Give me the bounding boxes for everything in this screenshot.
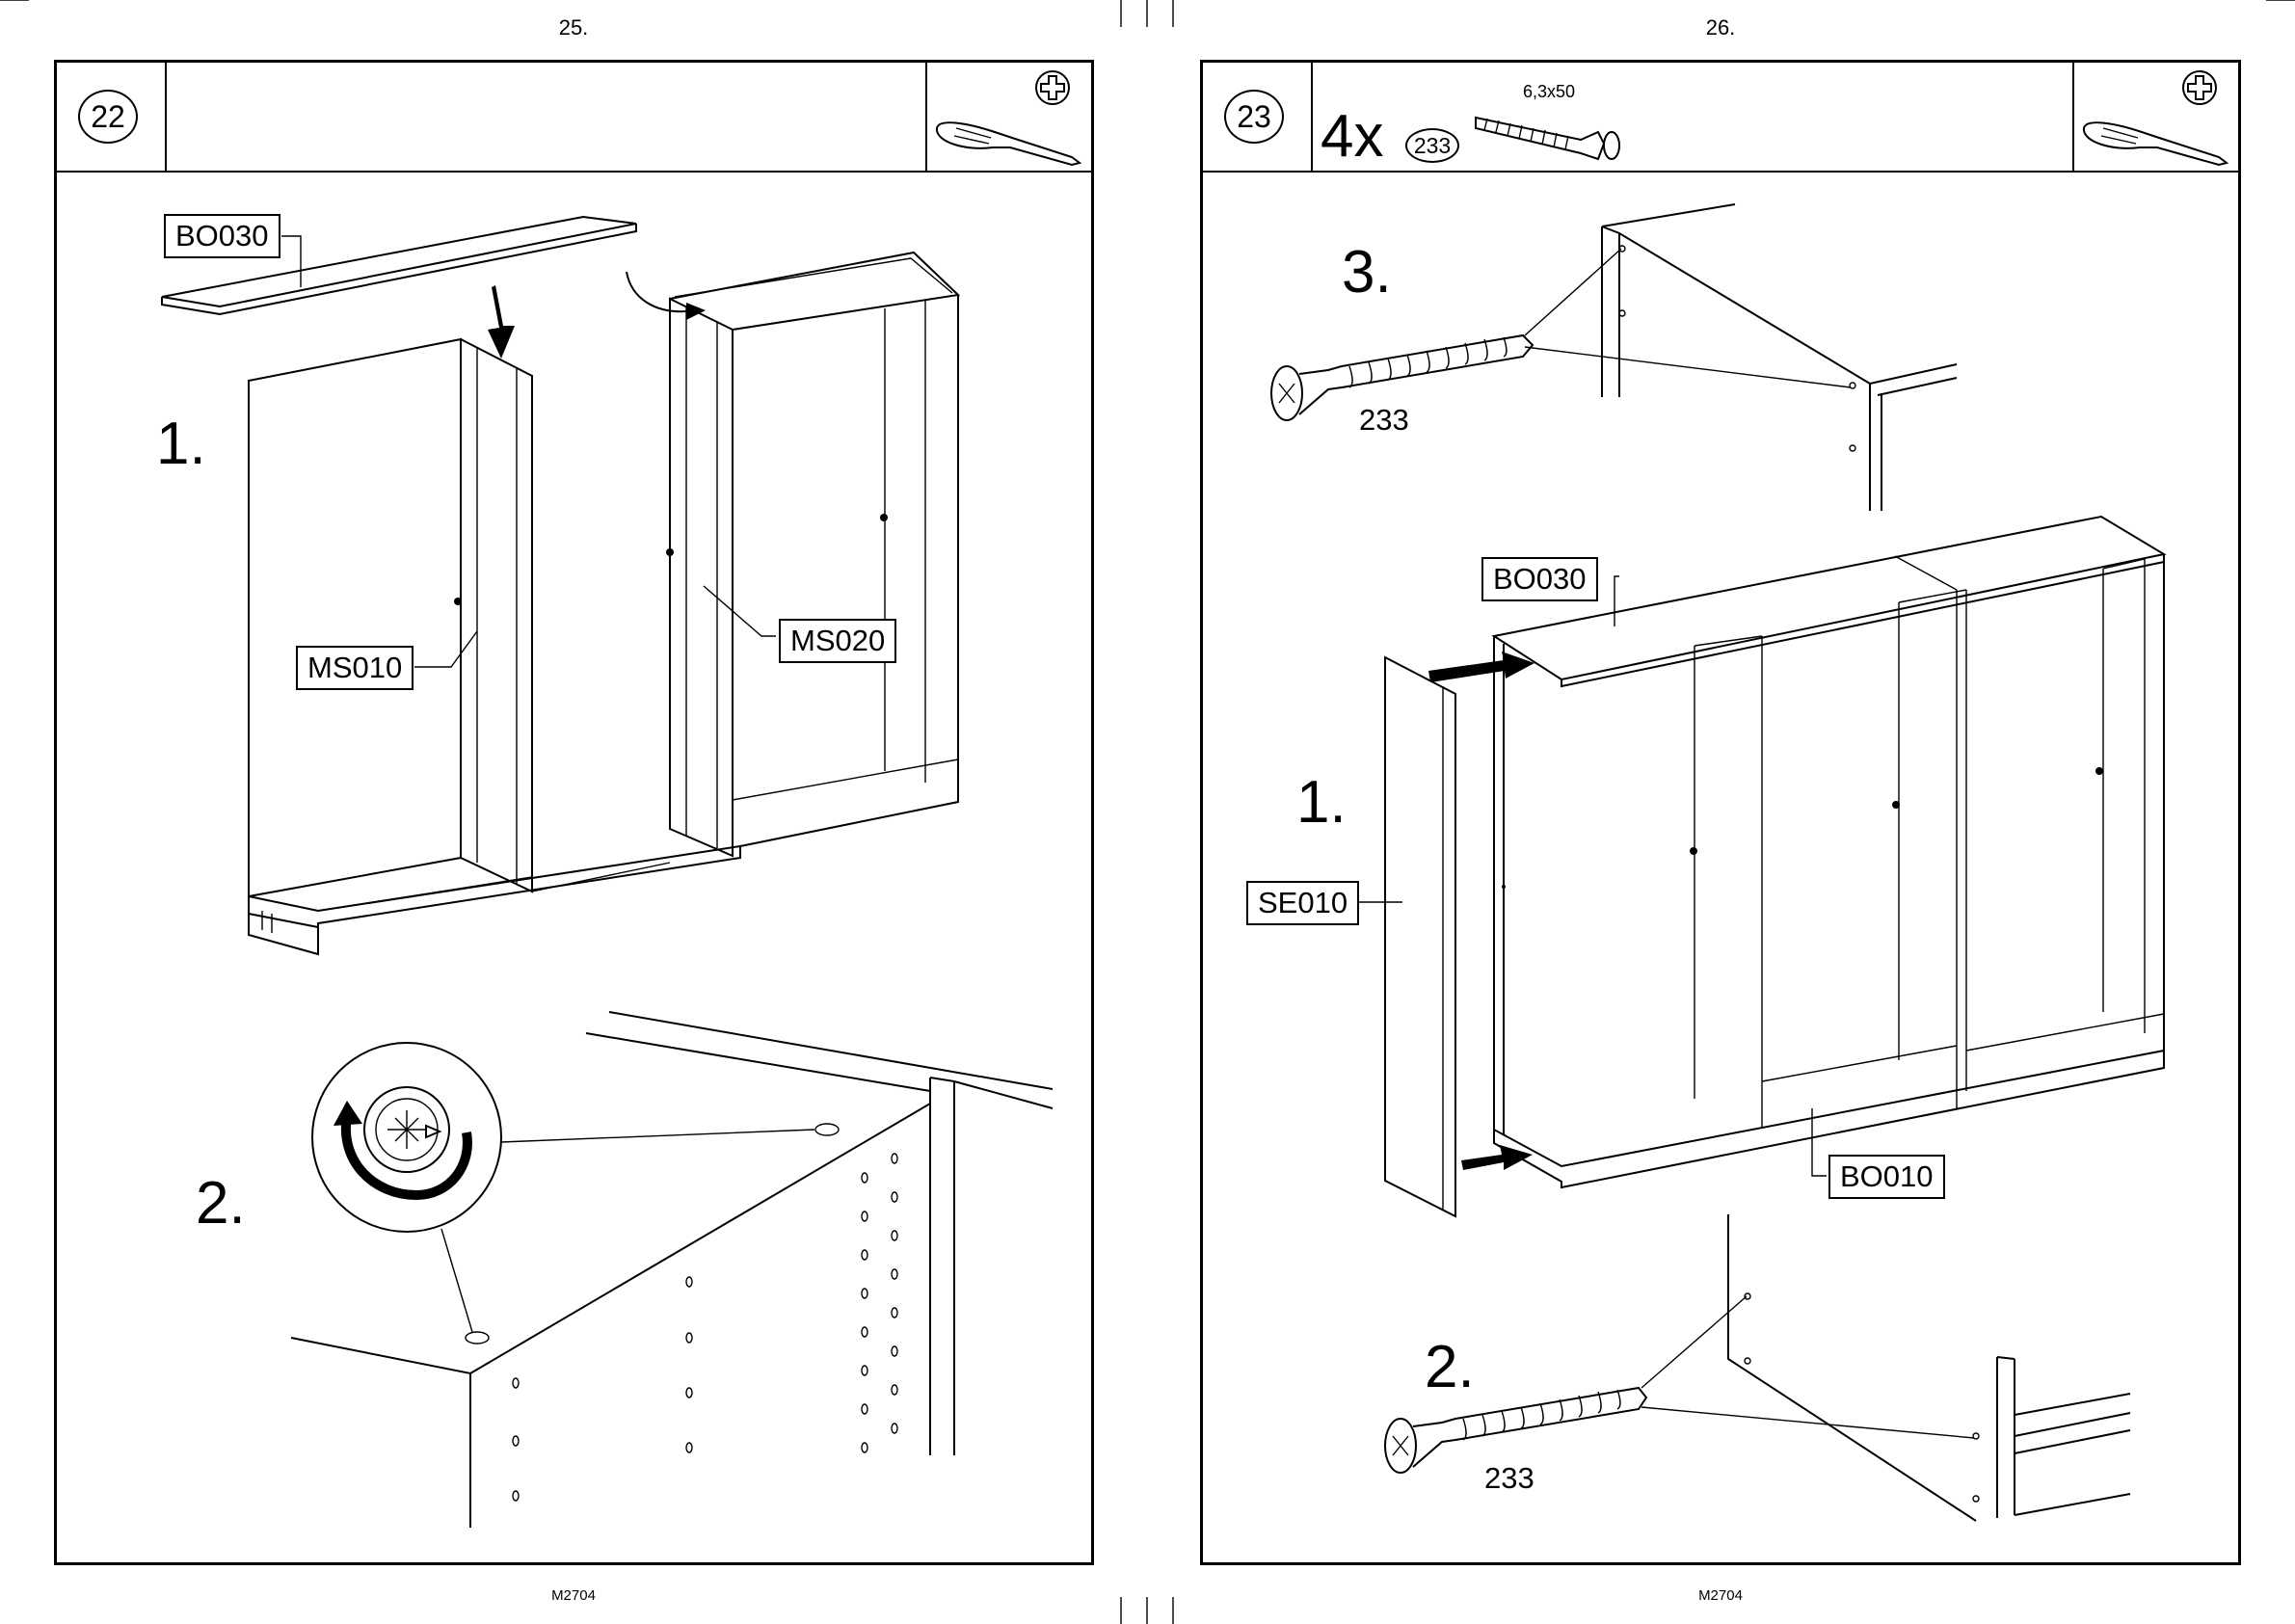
sub-step-2: 2. [1425, 1338, 1475, 1398]
screw-callout-2: 233 [1484, 1461, 1534, 1496]
